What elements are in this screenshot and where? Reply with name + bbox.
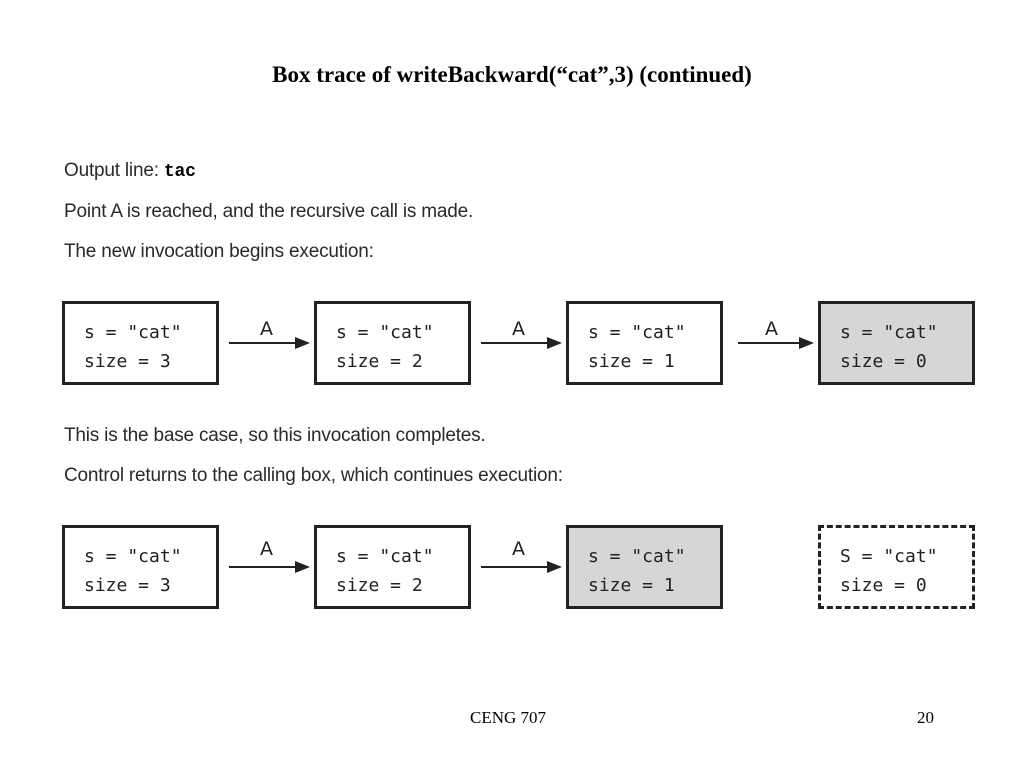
trace-box-size-2: s = "cat" size = 2	[314, 525, 471, 609]
box-param-s: s = "cat"	[336, 322, 434, 343]
box-param-s: S = "cat"	[840, 546, 938, 567]
arrow-label-a: A	[512, 538, 525, 560]
box-param-s: s = "cat"	[588, 322, 686, 343]
box-param-size: size = 0	[840, 351, 927, 372]
output-line-label: Output line:	[64, 160, 164, 181]
call-arrow	[229, 561, 310, 573]
arrow-label-a: A	[512, 318, 525, 340]
output-line-value: tac	[163, 162, 196, 182]
trace-box-size-1-active: s = "cat" size = 1	[566, 525, 723, 609]
trace-box-size-1: s = "cat" size = 1	[566, 301, 723, 385]
trace-box-size-0-active: s = "cat" size = 0	[818, 301, 975, 385]
box-param-size: size = 3	[84, 575, 171, 596]
box-param-s: s = "cat"	[336, 546, 434, 567]
box-param-size: size = 2	[336, 351, 423, 372]
trace-box-size-2: s = "cat" size = 2	[314, 301, 471, 385]
call-arrow	[481, 561, 562, 573]
output-line: Output line: tac	[64, 160, 196, 182]
call-arrow	[481, 337, 562, 349]
text-new-invocation: The new invocation begins execution:	[64, 241, 374, 262]
slide-title: Box trace of writeBackward(“cat”,3) (con…	[272, 62, 752, 87]
box-param-size: size = 1	[588, 575, 675, 596]
box-param-size: size = 0	[840, 575, 927, 596]
box-param-s: s = "cat"	[84, 322, 182, 343]
box-param-size: size = 1	[588, 351, 675, 372]
footer-course: CENG 707	[470, 708, 547, 727]
text-control-returns: Control returns to the calling box, whic…	[64, 465, 563, 486]
call-arrow	[229, 337, 310, 349]
box-param-s: s = "cat"	[588, 546, 686, 567]
text-base-case: This is the base case, so this invocatio…	[64, 425, 486, 446]
arrow-label-a: A	[765, 318, 778, 340]
page-number: 20	[917, 708, 934, 727]
trace-box-size-3: s = "cat" size = 3	[62, 525, 219, 609]
box-param-size: size = 2	[336, 575, 423, 596]
box-param-s: s = "cat"	[84, 546, 182, 567]
text-point-a: Point A is reached, and the recursive ca…	[64, 201, 474, 222]
call-arrow	[738, 337, 814, 349]
trace-box-size-3: s = "cat" size = 3	[62, 301, 219, 385]
arrow-label-a: A	[260, 538, 273, 560]
trace-box-size-0-completed: S = "cat" size = 0	[818, 525, 975, 609]
arrow-label-a: A	[260, 318, 273, 340]
box-param-size: size = 3	[84, 351, 171, 372]
box-param-s: s = "cat"	[840, 322, 938, 343]
